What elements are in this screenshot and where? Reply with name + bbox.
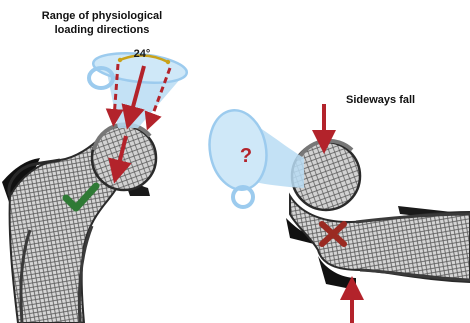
left-title-line2: loading directions <box>55 24 150 36</box>
left-femur <box>2 124 156 323</box>
right-title: Sideways fall <box>346 93 415 107</box>
left-title: Range of physiological loading direction… <box>22 9 182 37</box>
unknown-direction-label: ? <box>234 145 258 167</box>
left-title-line1: Range of physiological <box>42 10 162 22</box>
angle-label: 24° <box>130 48 154 60</box>
right-femur <box>286 141 470 290</box>
